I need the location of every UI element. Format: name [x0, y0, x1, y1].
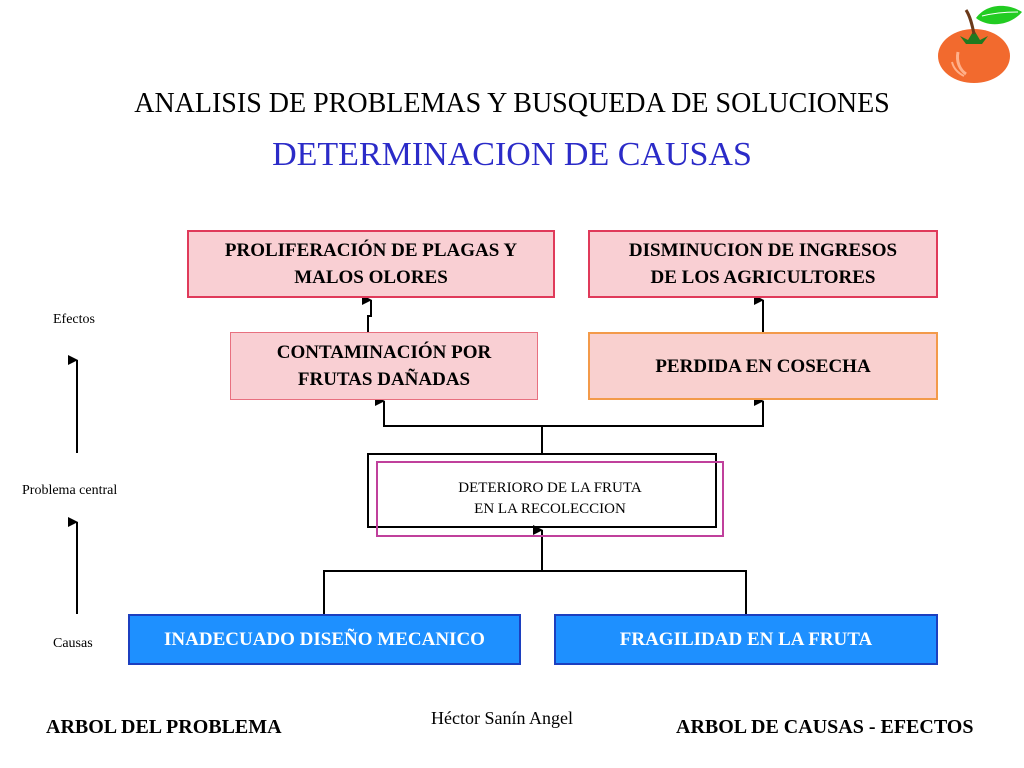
central-problem-box: DETERIORO DE LA FRUTA EN LA RECOLECCION [376, 461, 724, 537]
side-label-causas: Causas [53, 636, 93, 651]
central-problem-frame [367, 453, 717, 528]
connector-central-to-effects [383, 401, 543, 453]
side-label-problema-central: Problema central [22, 483, 118, 498]
page-title: ANALISIS DE PROBLEMAS Y BUSQUEDA DE SOLU… [134, 88, 890, 119]
connector-contamination-to-plagas [362, 295, 372, 332]
footer-left: ARBOL DEL PROBLEMA [46, 716, 282, 738]
effect-box-plagas: PROLIFERACIÓN DE PLAGAS Y MALOS OLORES [187, 230, 555, 298]
effect-box-contaminacion: CONTAMINACIÓN POR FRUTAS DAÑADAS [230, 332, 538, 400]
apple-logo [938, 5, 1022, 83]
effect-box-ingresos: DISMINUCION DE INGRESOS DE LOS AGRICULTO… [588, 230, 938, 298]
cause-box-fragilidad: FRAGILIDAD EN LA FRUTA [554, 614, 938, 665]
side-label-efectos: Efectos [53, 312, 95, 327]
connector-causes-to-central [323, 570, 747, 614]
page-subtitle: DETERMINACION DE CAUSAS [272, 136, 752, 173]
footer-author: Héctor Sanín Angel [431, 708, 573, 728]
cause-box-diseno: INADECUADO DISEÑO MECANICO [128, 614, 521, 665]
footer-right: ARBOL DE CAUSAS - EFECTOS [676, 716, 974, 738]
effect-box-perdida: PERDIDA EN COSECHA [588, 332, 938, 400]
